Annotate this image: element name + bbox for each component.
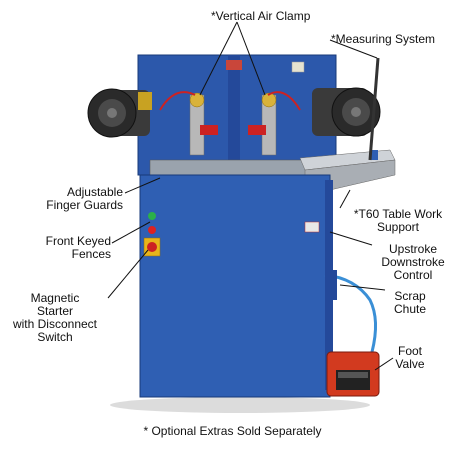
warning-label — [226, 60, 242, 70]
scrap-chute-label: Scrap Chute — [393, 289, 427, 316]
scrap-chute — [325, 270, 337, 300]
left-motor — [87, 88, 152, 138]
upstroke-downstroke-control-label: Upstroke Downstroke Control — [381, 242, 445, 282]
foot-valve-label: Foot Valve — [395, 344, 425, 371]
lower-cabinet — [139, 174, 331, 398]
floor-shadow — [110, 397, 370, 413]
flag-label — [304, 221, 320, 233]
t60-table-work-support-label: *T60 Table Work Support — [353, 207, 443, 234]
leader-lines — [107, 21, 394, 371]
vertical-air-clamp-label: *Vertical Air Clamp — [211, 9, 311, 23]
vertical-air-clamps — [159, 91, 301, 156]
front-keyed-fences-label: Front Keyed Fences — [45, 234, 111, 261]
foot-valve — [326, 351, 380, 397]
right-motor — [312, 87, 381, 137]
adjustable-finger-guards-label: Adjustable Finger Guards — [46, 185, 123, 212]
magnetic-starter-panel — [143, 212, 161, 257]
air-hose — [324, 273, 377, 353]
measuring-system-rail — [368, 57, 380, 161]
measuring-system-label: *Measuring System — [331, 32, 436, 46]
magnetic-starter-label: Magnetic Starter with Disconnect Switch — [12, 291, 98, 344]
center-divider — [228, 55, 240, 175]
optional-extras-footnote: * Optional Extras Sold Separately — [143, 424, 322, 438]
info-label — [291, 61, 305, 73]
